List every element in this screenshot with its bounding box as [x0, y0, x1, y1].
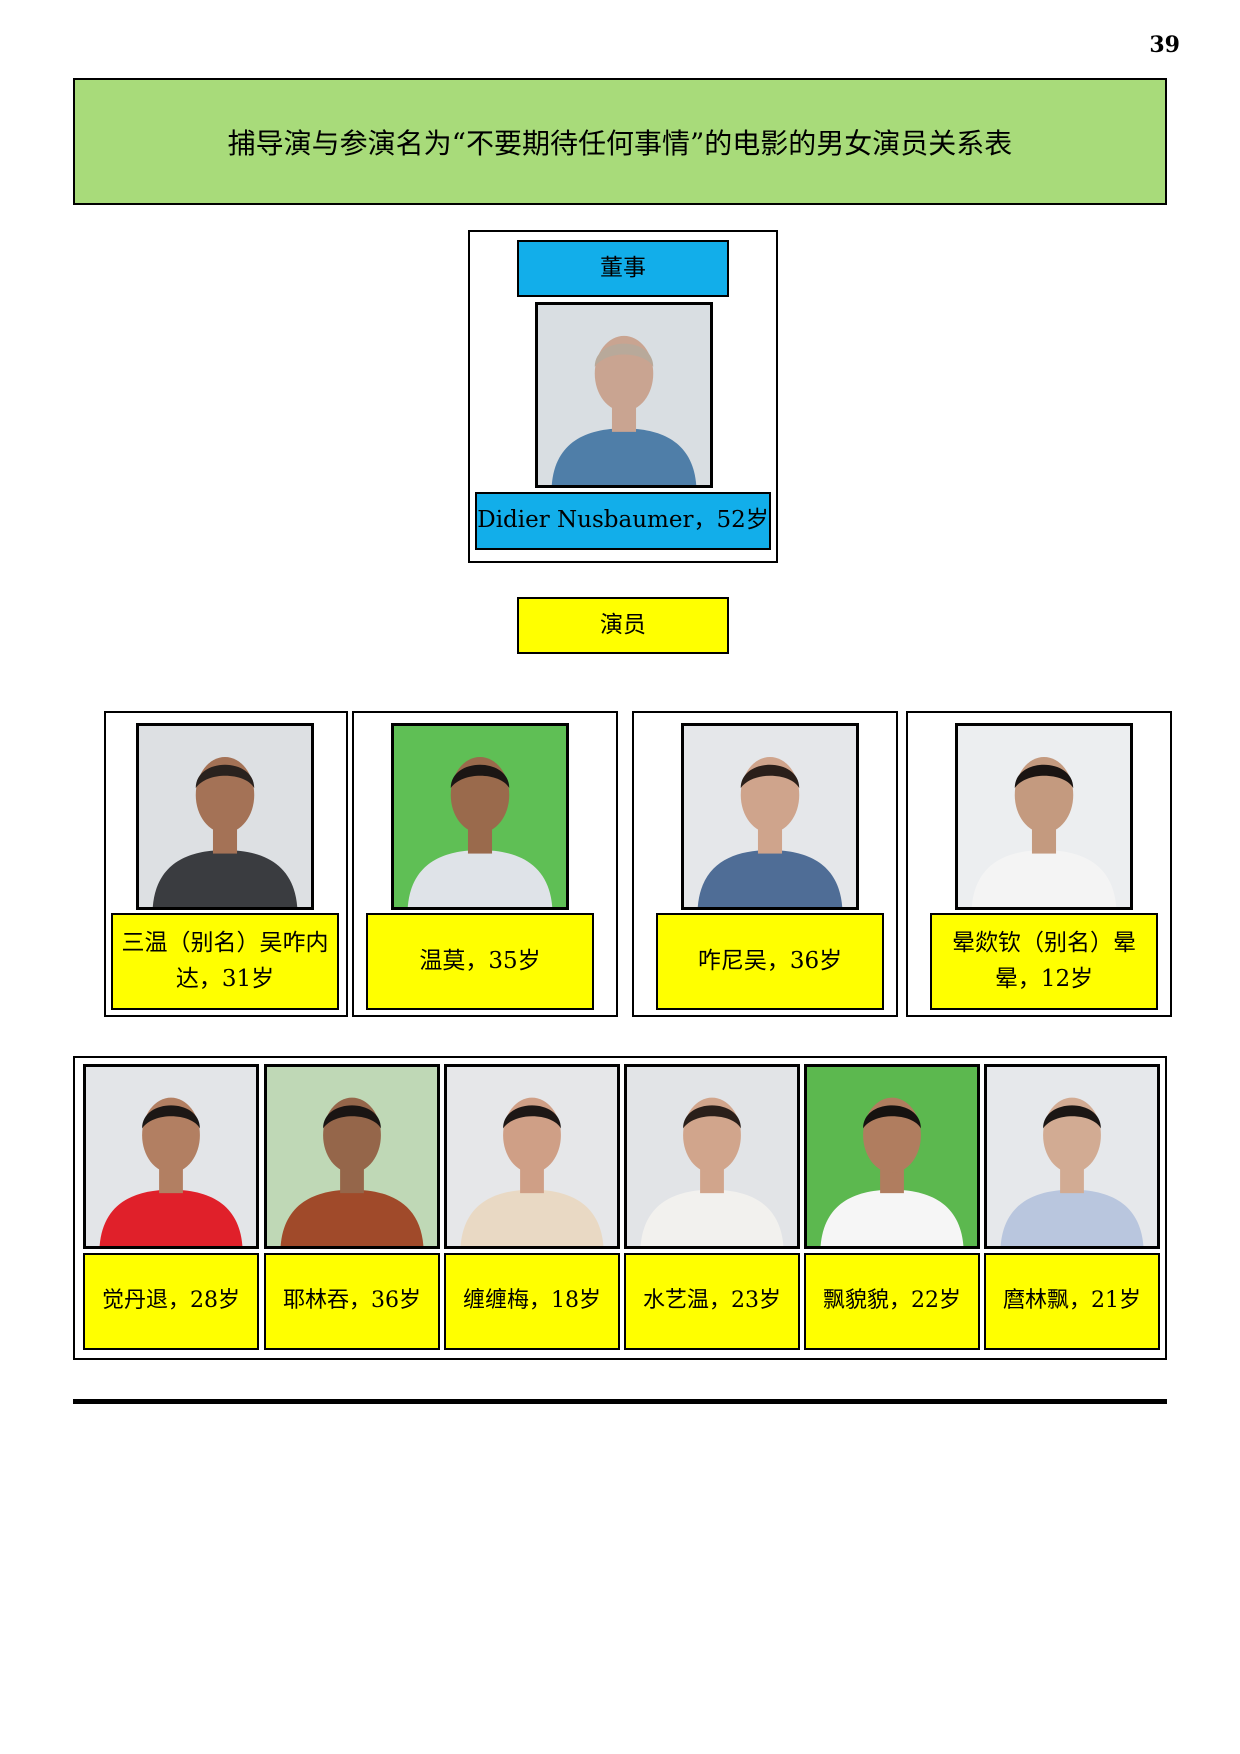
person-photo-icon	[538, 305, 710, 485]
director-heading: 董事	[517, 240, 729, 297]
actor-photo	[391, 723, 569, 910]
page-number: 39	[1149, 32, 1180, 58]
director-photo	[535, 302, 713, 488]
actor-photo	[955, 723, 1133, 910]
actor-photo	[984, 1064, 1160, 1249]
person-photo-icon	[684, 726, 856, 907]
actor-caption: 三温（别名）吴咋内达，31岁	[111, 913, 339, 1010]
actor-caption: 耶林吞，36岁	[264, 1253, 440, 1350]
actor-photo	[624, 1064, 800, 1249]
person-photo-icon	[86, 1067, 256, 1246]
person-photo-icon	[807, 1067, 977, 1246]
person-photo-icon	[267, 1067, 437, 1246]
actor-caption: 缠缠梅，18岁	[444, 1253, 620, 1350]
person-photo-icon	[447, 1067, 617, 1246]
director-caption: Didier Nusbaumer，52岁	[475, 492, 771, 550]
bottom-separator	[73, 1399, 1167, 1404]
actor-caption: 麿林飘，21岁	[984, 1253, 1160, 1350]
actor-caption: 咋尼吴，36岁	[656, 913, 884, 1010]
actor-photo	[444, 1064, 620, 1249]
actors-heading: 演员	[517, 597, 729, 654]
title-banner: 捕导演与参演名为“不要期待任何事情”的电影的男女演员关系表	[73, 78, 1167, 205]
person-photo-icon	[627, 1067, 797, 1246]
actor-photo	[83, 1064, 259, 1249]
actor-caption: 温莫，35岁	[366, 913, 594, 1010]
actor-photo	[804, 1064, 980, 1249]
page-title: 捕导演与参演名为“不要期待任何事情”的电影的男女演员关系表	[227, 126, 1013, 160]
person-photo-icon	[987, 1067, 1157, 1246]
actor-caption: 水艺温，23岁	[624, 1253, 800, 1350]
person-photo-icon	[394, 726, 566, 907]
actor-caption: 晕欻钦（别名）晕晕，12岁	[930, 913, 1158, 1010]
actor-photo	[136, 723, 314, 910]
actor-caption: 飘貌貌，22岁	[804, 1253, 980, 1350]
actor-caption: 觉丹退，28岁	[83, 1253, 259, 1350]
actor-photo	[264, 1064, 440, 1249]
person-photo-icon	[139, 726, 311, 907]
actor-photo	[681, 723, 859, 910]
person-photo-icon	[958, 726, 1130, 907]
